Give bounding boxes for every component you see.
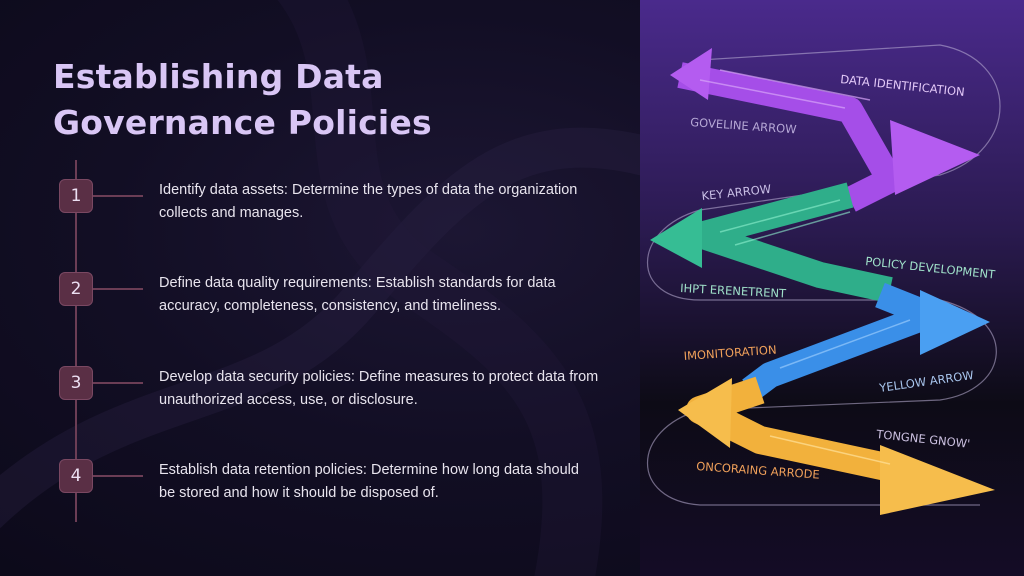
blue-arrow [742,282,990,401]
step-3-badge: 3 [59,366,93,400]
timeline-line [75,160,77,522]
label-imonitoration: IMONITORATION [683,343,777,363]
green-arrow [650,182,893,303]
label-tongne-gnow: TONGNE GNOW' [875,427,971,451]
step-3-connector [93,382,143,384]
step-4-text: Establish data retention policies: Deter… [159,462,579,501]
step-1-connector [93,195,143,197]
zigzag-arrows-illustration: DATA IDENTIFICATION GOVELINE ARROW KEY A… [647,44,1001,515]
page-title: Establishing Data Governance Policies [53,57,432,142]
step-2-badge: 2 [59,272,93,306]
label-ihpt-erenetrent: IHPT ERENETRENT [680,281,788,301]
background-swirl [0,127,640,529]
illustration-panel: DATA IDENTIFICATION GOVELINE ARROW KEY A… [640,0,1024,576]
step-2-text: Define data quality requirements: Establ… [159,275,556,314]
label-yellow-arrow: YELLOW ARROW [877,368,974,395]
label-data-identification: DATA IDENTIFICATION [840,72,966,99]
step-1-badge: 1 [59,179,93,213]
label-goveline-arrow: GOVELINE ARROW [690,115,797,136]
purple-arrow [670,48,980,212]
step-4-badge: 4 [59,459,93,493]
step-3-text: Develop data security policies: Define m… [159,369,599,408]
yellow-arrow [678,376,995,515]
step-1-text: Identify data assets: Determine the type… [159,182,578,221]
step-4-connector [93,475,143,477]
label-key-arrow: KEY ARROW [701,182,772,203]
step-2-connector [93,288,143,290]
outline-contour [647,44,1001,506]
